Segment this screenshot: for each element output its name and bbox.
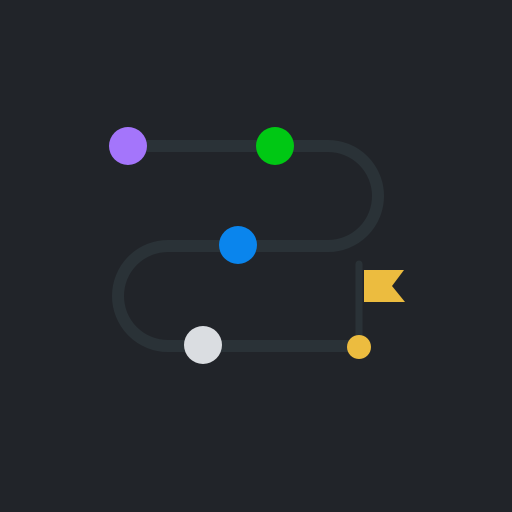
white-dot-icon <box>184 326 222 364</box>
purple-dot-icon <box>109 127 147 165</box>
flag-icon <box>364 270 405 302</box>
green-dot-icon <box>256 127 294 165</box>
blue-dot-icon <box>219 226 257 264</box>
gold-dot-icon <box>347 335 371 359</box>
